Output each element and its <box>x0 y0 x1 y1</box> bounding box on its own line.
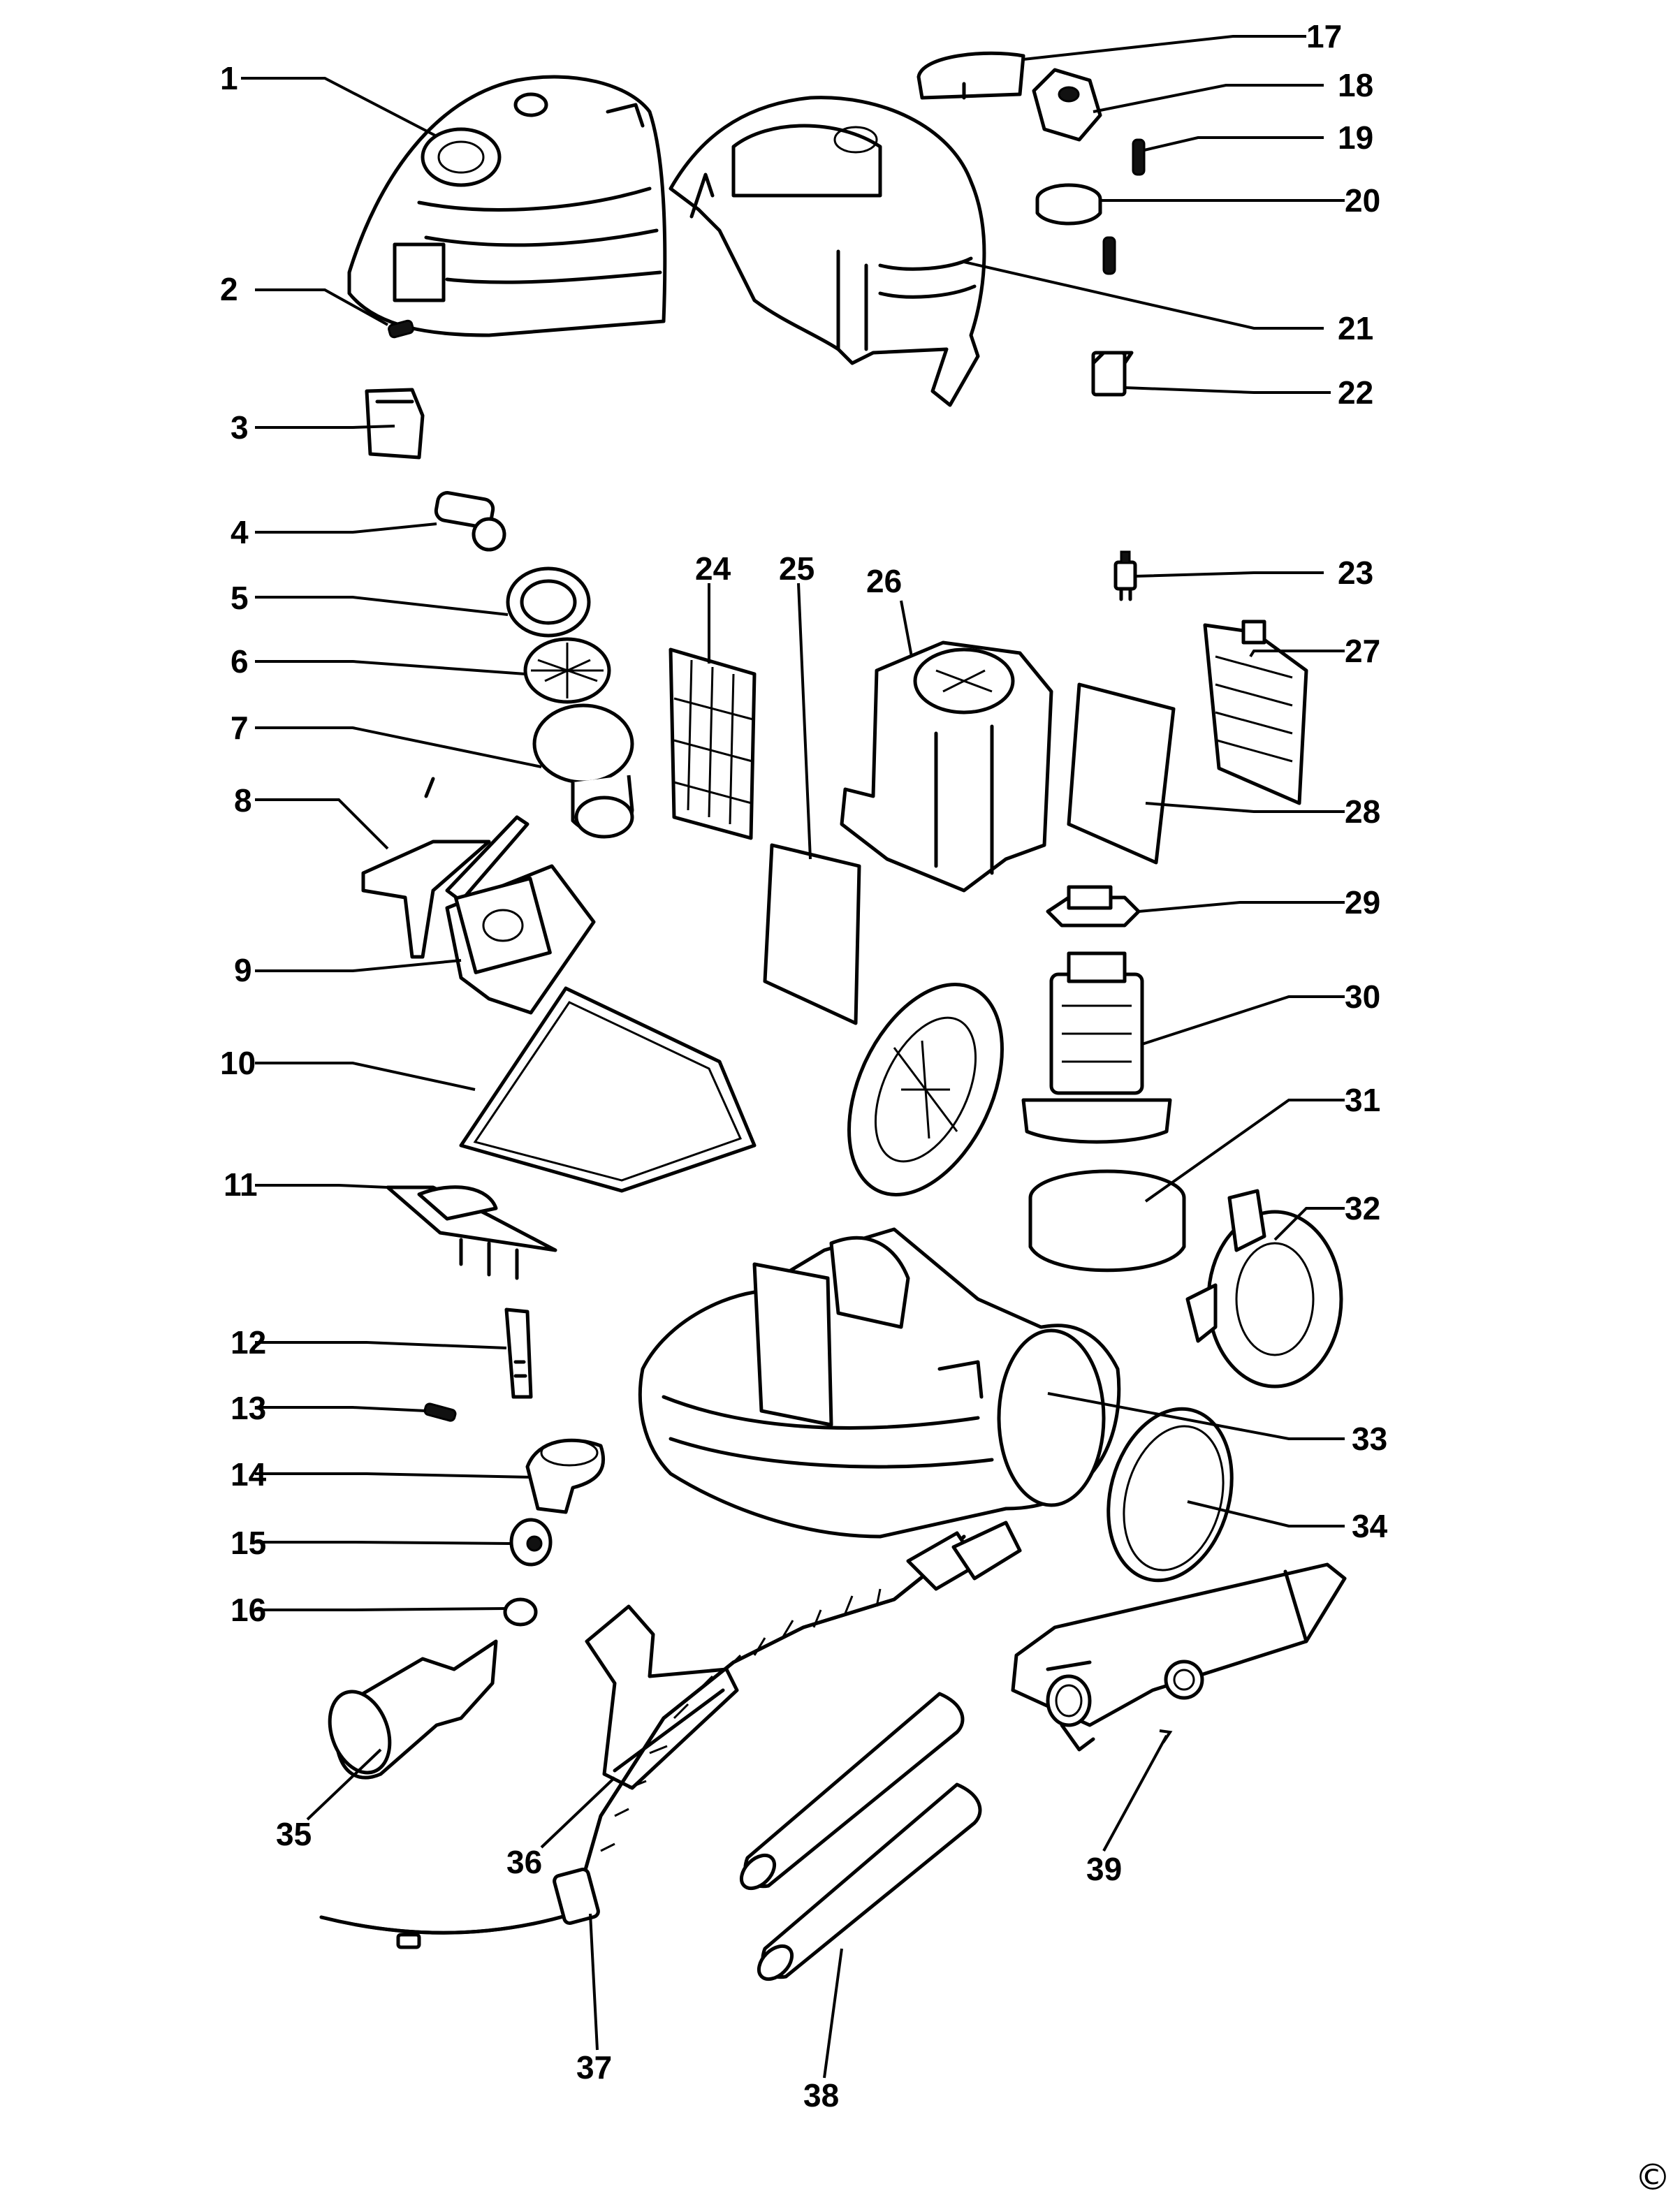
part-11-handle <box>386 1185 557 1280</box>
part-5-ring <box>506 566 591 638</box>
label-21: 21 <box>1338 310 1373 346</box>
part-32-flange <box>1185 1189 1343 1389</box>
label-39: 39 <box>1086 1851 1122 1887</box>
part-spring <box>1102 236 1116 275</box>
label-36: 36 <box>506 1844 542 1880</box>
part-19-spring <box>1132 138 1146 176</box>
label-32: 32 <box>1345 1190 1380 1226</box>
part-26-motor-housing <box>840 640 1053 893</box>
label-10: 10 <box>220 1045 256 1081</box>
part-3-latch <box>365 388 425 460</box>
label-16: 16 <box>231 1592 266 1628</box>
label-6: 6 <box>231 643 249 680</box>
part-27-vent-grille <box>1203 620 1308 805</box>
part-21-body-shell <box>669 96 986 407</box>
part-18-lever <box>1032 68 1102 142</box>
label-24: 24 <box>695 550 731 587</box>
label-27: 27 <box>1345 633 1380 669</box>
label-28: 28 <box>1345 793 1380 830</box>
label-1: 1 <box>220 60 238 96</box>
part-9-bag-plate <box>445 864 596 1015</box>
part-33-base-body <box>638 1227 1121 1539</box>
label-38: 38 <box>803 2077 839 2113</box>
label-17: 17 <box>1306 18 1342 54</box>
part-labels: 1 2 3 4 5 6 7 8 9 10 11 12 13 14 15 16 1… <box>220 18 1388 2113</box>
label-20: 20 <box>1345 182 1380 219</box>
part-38-tubes <box>739 1692 982 1981</box>
label-8: 8 <box>234 782 252 819</box>
label-3: 3 <box>231 409 249 446</box>
label-4: 4 <box>231 514 249 550</box>
label-33: 33 <box>1352 1421 1387 1457</box>
part-16-cap <box>503 1597 538 1627</box>
part-23-switch <box>1113 550 1137 601</box>
label-2: 2 <box>220 271 238 307</box>
part-10-seal <box>459 986 757 1193</box>
part-37-hose <box>319 1521 1022 1949</box>
part-28-filter-sheet <box>1067 682 1176 865</box>
part-29-motor-mount <box>1046 885 1141 928</box>
label-13: 13 <box>231 1390 266 1426</box>
label-11: 11 <box>224 1166 258 1203</box>
part-31-round-filter <box>1028 1169 1186 1273</box>
label-30: 30 <box>1345 979 1380 1015</box>
label-22: 22 <box>1338 374 1373 411</box>
label-23: 23 <box>1338 555 1373 591</box>
part-1-top-cover <box>347 75 667 337</box>
part-22-cube <box>1091 351 1134 397</box>
part-36-upholstery-nozzle <box>585 1604 739 1790</box>
part-13-spring <box>423 1402 457 1422</box>
part-35-crevice-nozzle <box>328 1639 498 1780</box>
part-7-dust-cup <box>532 703 634 839</box>
part-20-pad <box>1035 183 1102 226</box>
part-2-screw <box>388 319 414 339</box>
label-37: 37 <box>576 2049 612 2086</box>
part-25-filter-sheet <box>763 843 861 1025</box>
part-fan-disc <box>847 983 1004 1196</box>
label-34: 34 <box>1352 1508 1388 1544</box>
part-30-motor <box>1021 951 1172 1144</box>
label-9: 9 <box>234 952 252 988</box>
part-24-grille <box>669 647 757 840</box>
part-8-bracket <box>361 777 529 959</box>
part-15-knob <box>509 1518 553 1567</box>
label-14: 14 <box>231 1456 267 1493</box>
part-39-floor-tool <box>1011 1562 1347 1752</box>
label-18: 18 <box>1338 67 1373 103</box>
label-15: 15 <box>231 1525 266 1561</box>
label-26: 26 <box>866 563 902 599</box>
part-6-disc-filter <box>523 637 611 704</box>
label-35: 35 <box>276 1816 312 1852</box>
copyright-mark: © <box>1635 2157 1671 2198</box>
label-19: 19 <box>1338 119 1373 156</box>
part-12-clip <box>504 1307 533 1399</box>
label-7: 7 <box>231 710 249 746</box>
label-12: 12 <box>231 1324 266 1361</box>
label-29: 29 <box>1345 884 1380 921</box>
label-5: 5 <box>231 580 249 616</box>
part-14-button-housing <box>525 1438 606 1514</box>
leader-lines <box>241 35 1345 2079</box>
part-17-upper-catch <box>916 51 1025 100</box>
label-25: 25 <box>779 550 815 587</box>
part-4-hinge-pin <box>434 491 506 552</box>
label-31: 31 <box>1345 1082 1380 1118</box>
